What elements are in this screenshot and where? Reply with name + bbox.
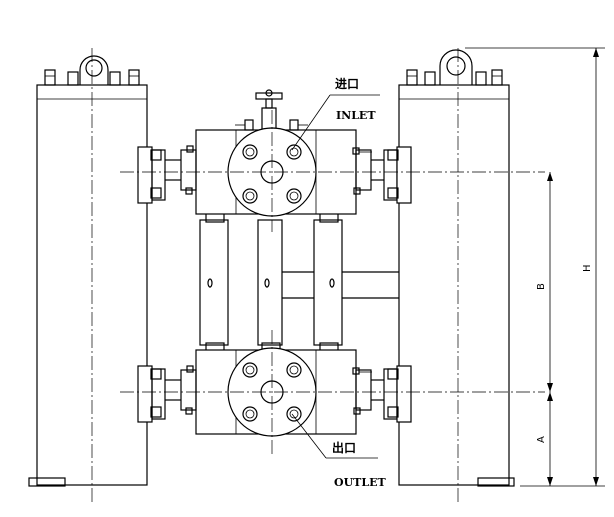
outlet-callout: 出口 OUTLET	[291, 413, 386, 489]
right-canister	[398, 48, 515, 505]
inlet-label-en: INLET	[336, 109, 376, 122]
vertical-pipes	[199, 211, 343, 354]
outlet-label-en: OUTLET	[334, 476, 386, 489]
dim-label-a: A	[536, 436, 547, 443]
left-canister	[28, 48, 148, 505]
dim-label-h: H	[582, 264, 593, 272]
lower-valve-block	[120, 330, 545, 455]
dim-label-b: B	[536, 283, 547, 290]
inlet-callout: 进口 INLET	[291, 76, 380, 151]
upper-flange-bolts	[242, 144, 302, 204]
outlet-label-cn: 出口	[332, 440, 356, 455]
lower-flange-bolts	[242, 362, 302, 422]
dimension-lines: H B A	[465, 47, 605, 487]
inlet-label-cn: 进口	[335, 76, 359, 91]
upper-valve-block	[120, 89, 545, 232]
